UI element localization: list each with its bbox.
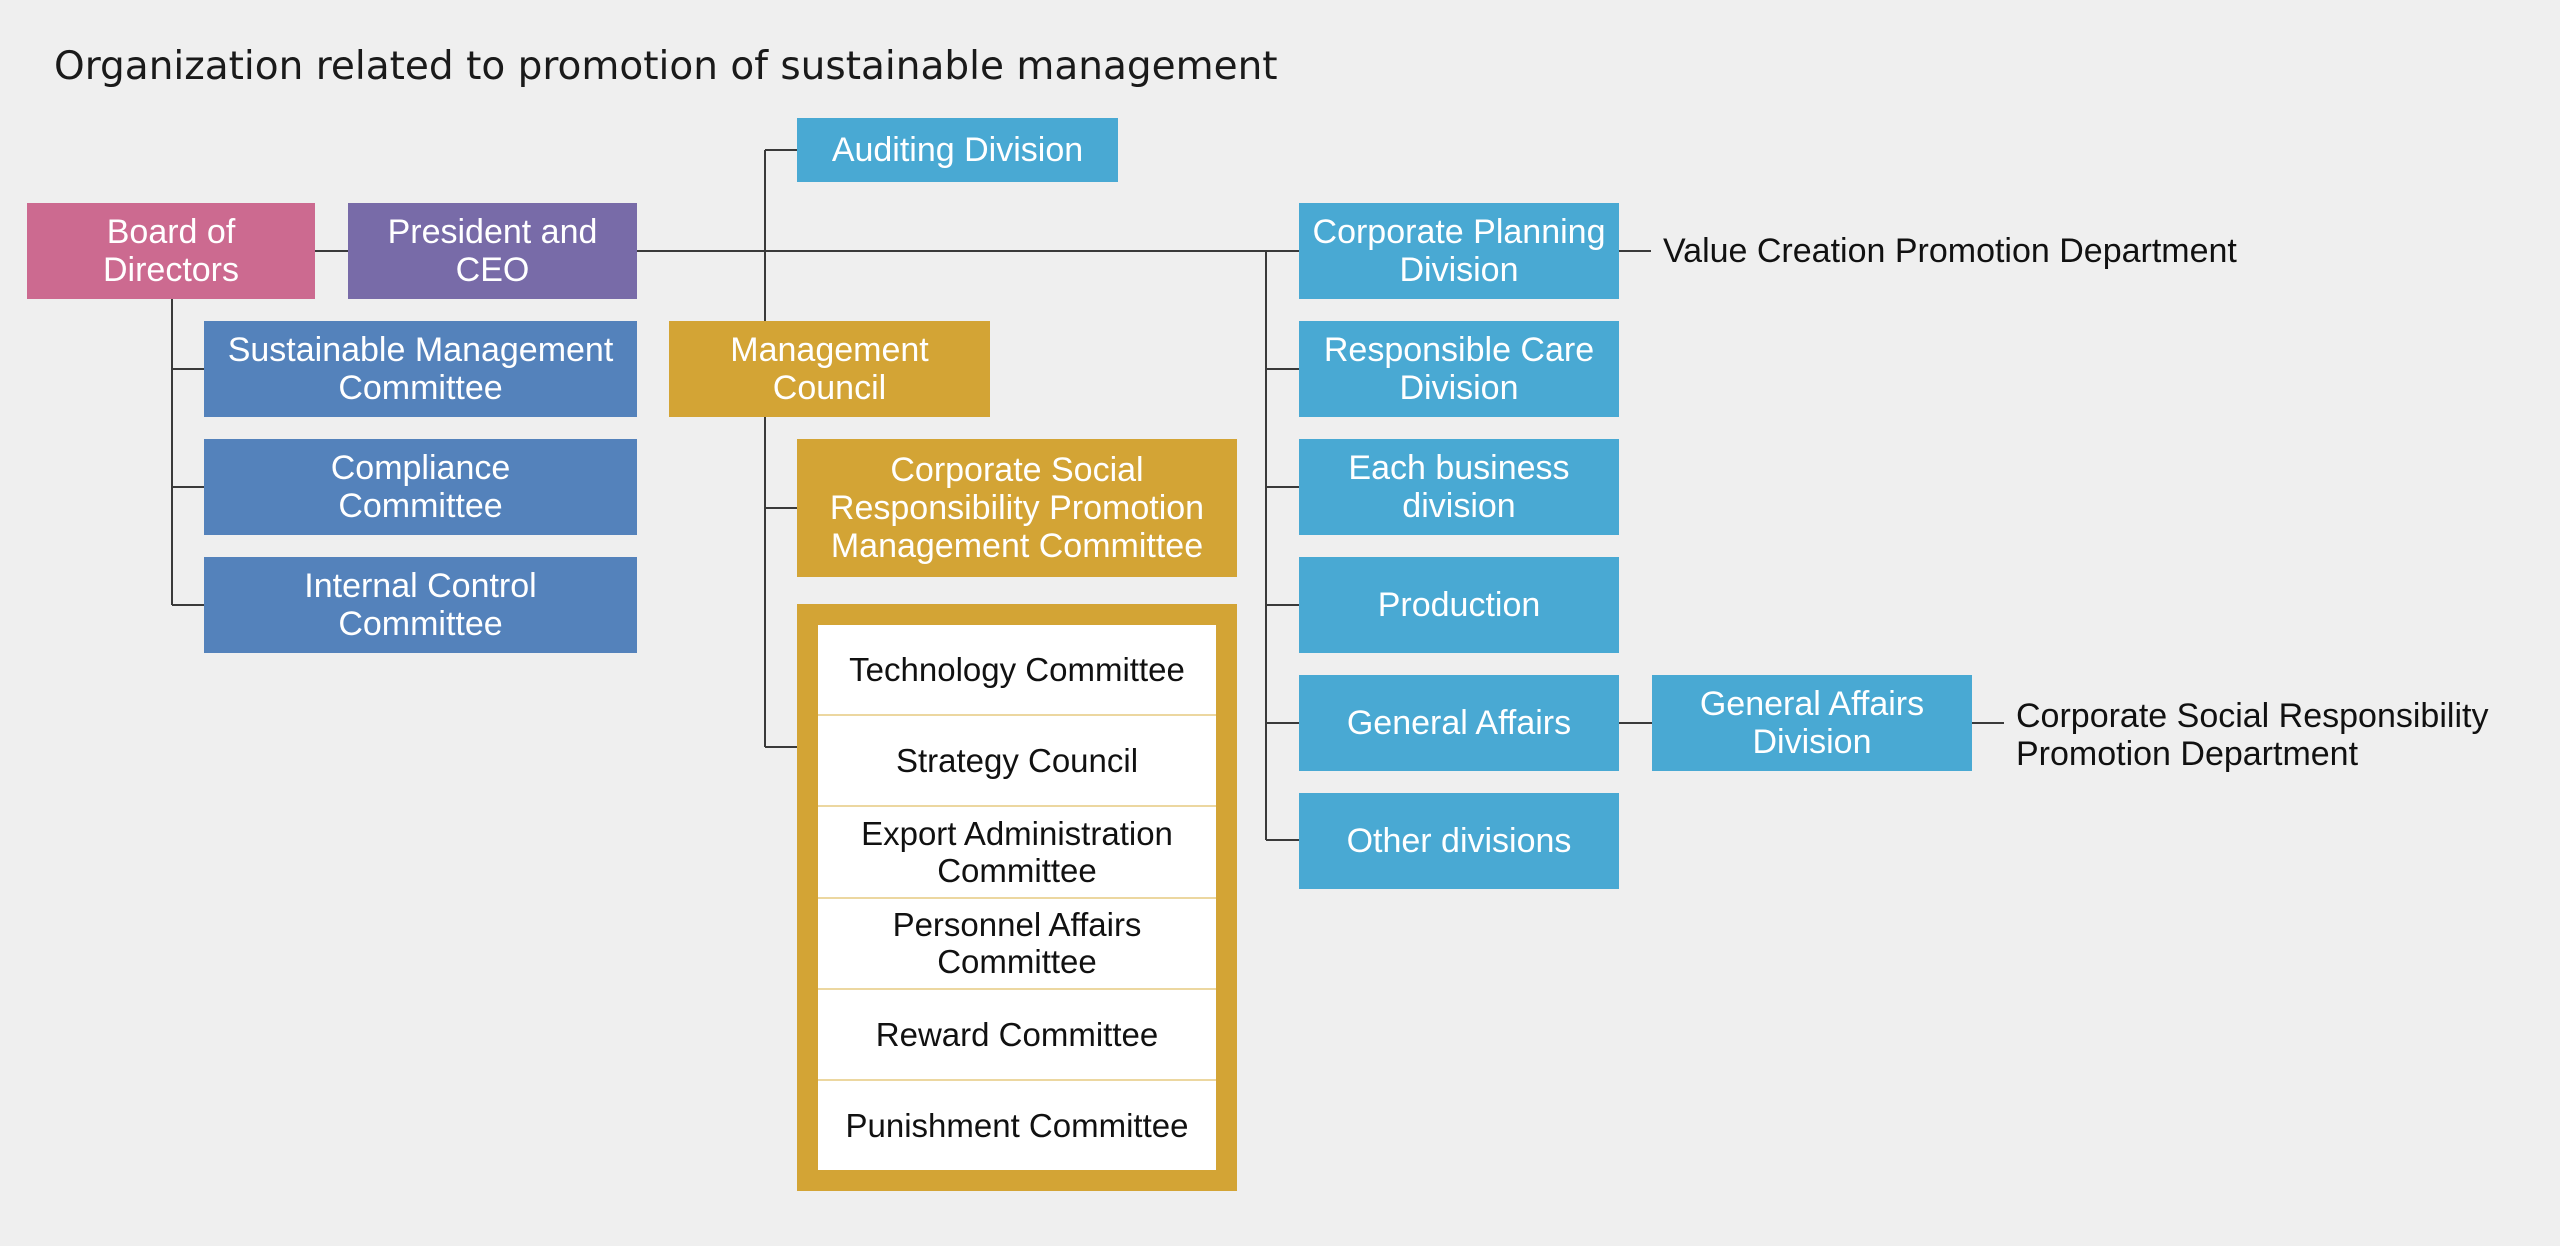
diagram-title: Organization related to promotion of sus… xyxy=(54,44,1278,89)
production-box: Production xyxy=(1299,557,1619,653)
council-committees-list: Technology Committee Strategy Council Ex… xyxy=(818,625,1216,1170)
csr-promotion-department-label: Corporate Social Responsibility Promotio… xyxy=(2016,697,2489,773)
general-affairs-box: General Affairs xyxy=(1299,675,1619,771)
board-of-directors-box: Board of Directors xyxy=(27,203,315,299)
internal-control-committee-box: Internal Control Committee xyxy=(204,557,637,653)
president-ceo-box: President and CEO xyxy=(348,203,637,299)
responsible-care-division-box: Responsible Care Division xyxy=(1299,321,1619,417)
general-affairs-division-box: General Affairs Division xyxy=(1652,675,1972,771)
reward-committee-item: Reward Committee xyxy=(818,990,1216,1081)
council-committees-frame: Technology Committee Strategy Council Ex… xyxy=(797,604,1237,1191)
other-divisions-box: Other divisions xyxy=(1299,793,1619,889)
management-council-box: Management Council xyxy=(669,321,990,417)
corporate-planning-division-box: Corporate Planning Division xyxy=(1299,203,1619,299)
value-creation-department-label: Value Creation Promotion Department xyxy=(1663,232,2237,270)
technology-committee-item: Technology Committee xyxy=(818,625,1216,717)
personnel-affairs-committee-item: Personnel Affairs Committee xyxy=(818,899,1216,990)
each-business-division-box: Each business division xyxy=(1299,439,1619,535)
csr-promotion-committee-box: Corporate Social Responsibility Promotio… xyxy=(797,439,1237,577)
strategy-council-item: Strategy Council xyxy=(818,716,1216,808)
compliance-committee-box: Compliance Committee xyxy=(204,439,637,535)
export-administration-committee-item: Export Administration Committee xyxy=(818,807,1216,899)
auditing-division-box: Auditing Division xyxy=(797,118,1118,182)
punishment-committee-item: Punishment Committee xyxy=(845,1106,1189,1144)
sustainable-management-committee-box: Sustainable Management Committee xyxy=(204,321,637,417)
